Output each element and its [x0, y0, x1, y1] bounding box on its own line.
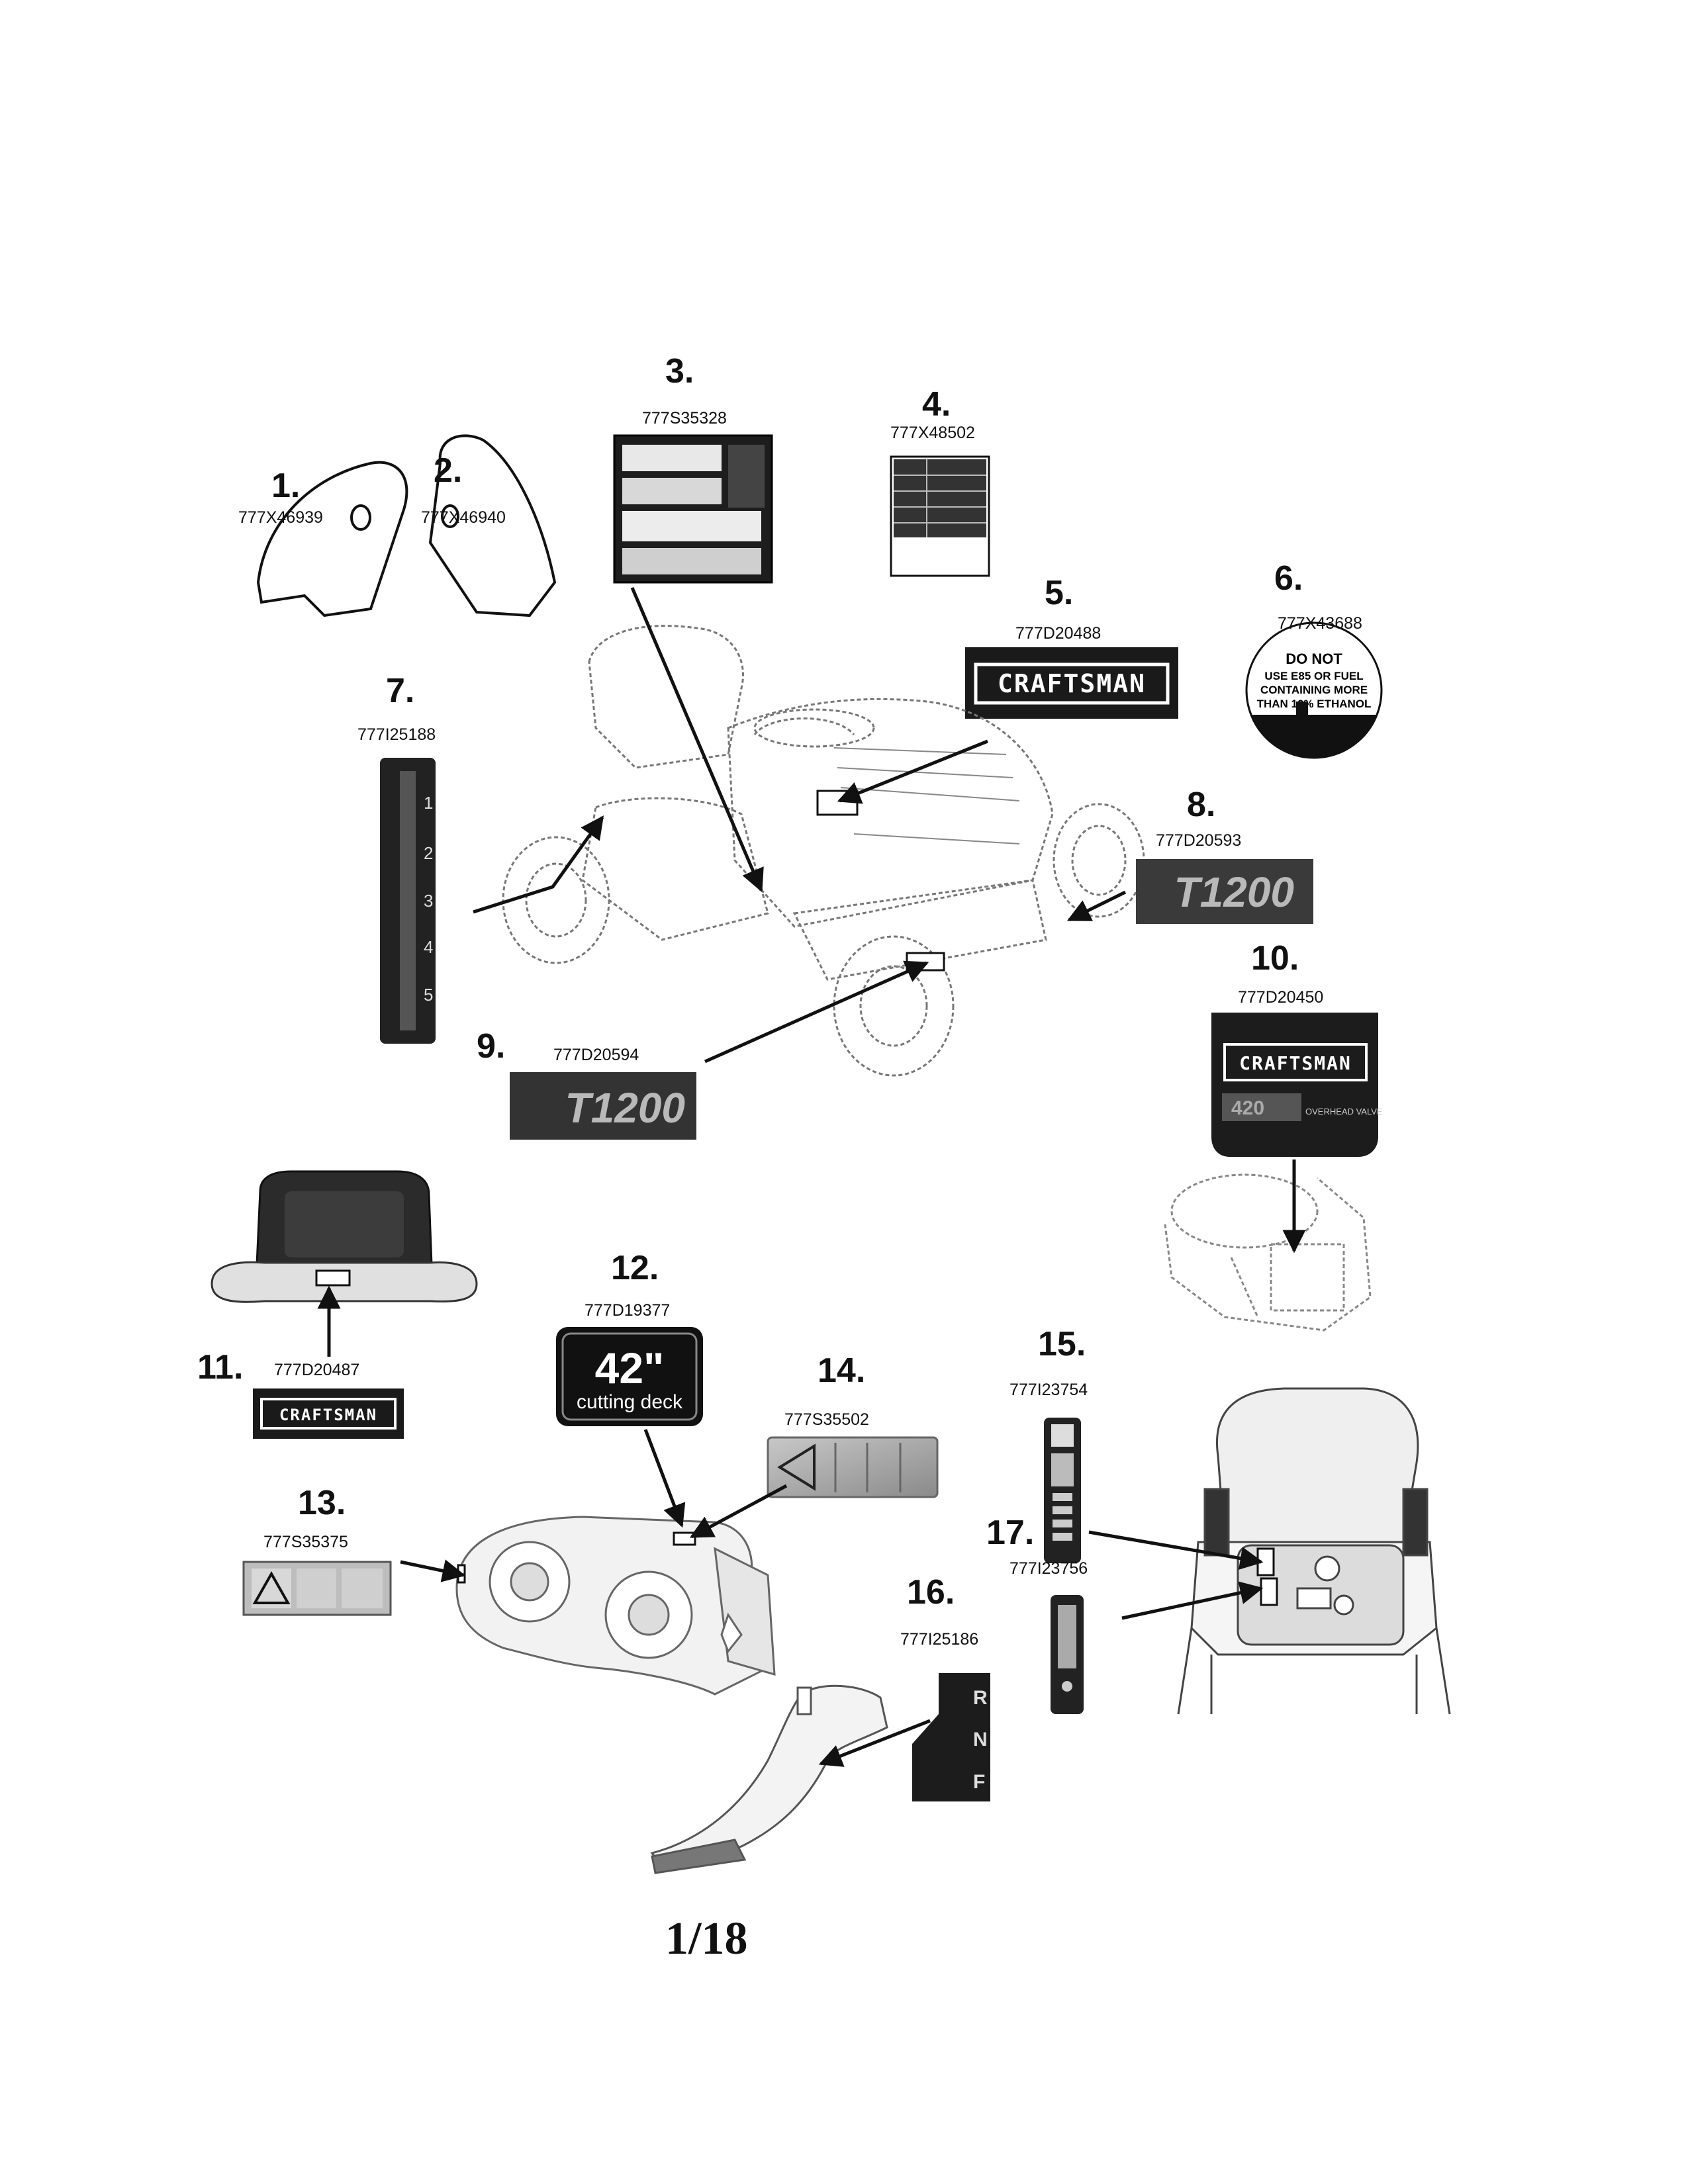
gear-mark-r: R	[973, 1687, 988, 1709]
decal-4-info-chart	[890, 455, 990, 577]
callout-1-number: 1.	[271, 467, 301, 505]
callout-12-number: 12.	[611, 1249, 659, 1287]
callout-5-number: 5.	[1045, 574, 1074, 612]
callout-3-part: 777S35328	[642, 409, 727, 428]
callout-14-number: 14.	[818, 1351, 866, 1390]
callout-6-number: 6.	[1274, 559, 1303, 598]
callout-6-part: 777X43688	[1278, 614, 1362, 633]
decal-6-fuel-warning: DO NOT USE E85 OR FUEL CONTAINING MORE T…	[1245, 621, 1383, 759]
decal-15-throttle-strip	[1044, 1418, 1081, 1563]
fuel-warning-line-3: CONTAINING MORE	[1260, 684, 1368, 696]
deck-size-text: 42"	[595, 1343, 665, 1392]
callout-16-number: 16.	[907, 1573, 955, 1612]
callout-10-number: 10.	[1251, 939, 1299, 978]
decal-13-deck-warning	[242, 1561, 392, 1616]
shift-mark-5: 5	[424, 985, 433, 1005]
decal-9-model-t1200: T1200	[510, 1072, 696, 1140]
decal-14-deck-symbols	[767, 1436, 939, 1498]
decal-12-cutting-deck: 42" cutting deck	[556, 1327, 703, 1426]
callout-14-part: 777S35502	[784, 1410, 869, 1429]
callout-13-number: 13.	[298, 1484, 346, 1522]
gear-mark-f: F	[973, 1771, 985, 1793]
callout-7-number: 7.	[386, 672, 415, 710]
decal-11-brand-text: CRAFTSMAN	[279, 1406, 377, 1424]
gear-mark-n: N	[973, 1729, 988, 1751]
decal-8-model-t1200: T1200	[1136, 859, 1313, 924]
tractor-illustration	[502, 625, 1145, 1077]
shift-mark-2: 2	[424, 843, 433, 863]
decal-7-speed-strip: 1 2 3 4 5	[380, 758, 436, 1044]
callout-9-part: 777D20594	[553, 1046, 639, 1064]
shift-lever-illustration	[650, 1684, 888, 1874]
shift-mark-4: 4	[424, 937, 433, 957]
callout-5-part: 777D20488	[1015, 624, 1102, 643]
warning-triangle-icon	[252, 1570, 291, 1604]
decal-5-craftsman-hood: CRAFTSMAN	[965, 647, 1178, 719]
dash-rear-illustration	[1177, 1387, 1451, 1715]
callout-13-part: 777S35375	[263, 1533, 348, 1551]
fuel-warning-line-1: DO NOT	[1286, 651, 1342, 667]
decal-10-brand-text: CRAFTSMAN	[1239, 1052, 1352, 1074]
decal-3-safety-label	[613, 434, 773, 584]
callout-11-part: 777D20487	[274, 1361, 360, 1379]
engine-sub-text: OVERHEAD VALVE	[1305, 1107, 1383, 1116]
decal-9-model-text: T1200	[565, 1084, 685, 1132]
callout-11-number: 11.	[197, 1348, 244, 1387]
fuel-pump-icon	[1296, 702, 1308, 719]
decal-11-craftsman-seat: CRAFTSMAN	[253, 1388, 404, 1439]
callout-8-part: 777D20593	[1156, 831, 1242, 850]
callout-15-number: 15.	[1038, 1325, 1086, 1363]
callout-8-number: 8.	[1187, 786, 1216, 824]
mower-deck-illustration	[455, 1516, 776, 1696]
callout-15-part: 777I23754	[1009, 1381, 1088, 1399]
seat-illustration	[211, 1170, 478, 1303]
callout-4-number: 4.	[922, 385, 951, 424]
leader-arrows	[317, 587, 1306, 1767]
decal-10-engine-label: CRAFTSMAN 420 OVERHEAD VALVE	[1211, 1013, 1383, 1157]
shift-mark-3: 3	[424, 891, 433, 911]
tractor-hood-grille	[833, 747, 1020, 844]
shift-mark-1: 1	[424, 793, 433, 813]
deck-caption-text: cutting deck	[577, 1391, 683, 1413]
callout-17-number: 17.	[986, 1514, 1035, 1552]
callout-9-number: 9.	[477, 1027, 506, 1066]
callout-1-part: 777X46939	[238, 508, 323, 527]
callout-10-part: 777D20450	[1238, 988, 1324, 1007]
callout-7-part: 777I25188	[357, 725, 436, 744]
decal-8-model-text: T1200	[1174, 868, 1294, 916]
engine-cc-text: 420	[1231, 1097, 1264, 1119]
page-number: 1/18	[665, 1913, 748, 1964]
fuel-warning-line-2: USE E85 OR FUEL	[1264, 670, 1363, 682]
decal-5-brand-text: CRAFTSMAN	[998, 669, 1146, 698]
decal-2-right-fender	[428, 434, 557, 617]
callout-2-part: 777X46940	[421, 508, 506, 527]
callout-16-part: 777I25186	[900, 1630, 979, 1649]
callout-12-part: 777D19377	[585, 1301, 671, 1320]
callout-3-number: 3.	[665, 352, 694, 390]
callout-4-part: 777X48502	[890, 424, 975, 442]
engine-illustration	[1164, 1173, 1372, 1332]
decal-16-gear-strip: R N F	[912, 1673, 990, 1801]
decal-17-choke-strip	[1051, 1595, 1084, 1714]
fuel-warning-line-4: THAN 10% ETHANOL	[1257, 698, 1372, 710]
callout-2-number: 2.	[434, 451, 463, 490]
callout-17-part: 777I23756	[1009, 1559, 1088, 1578]
decal-1-left-fender	[256, 461, 408, 617]
